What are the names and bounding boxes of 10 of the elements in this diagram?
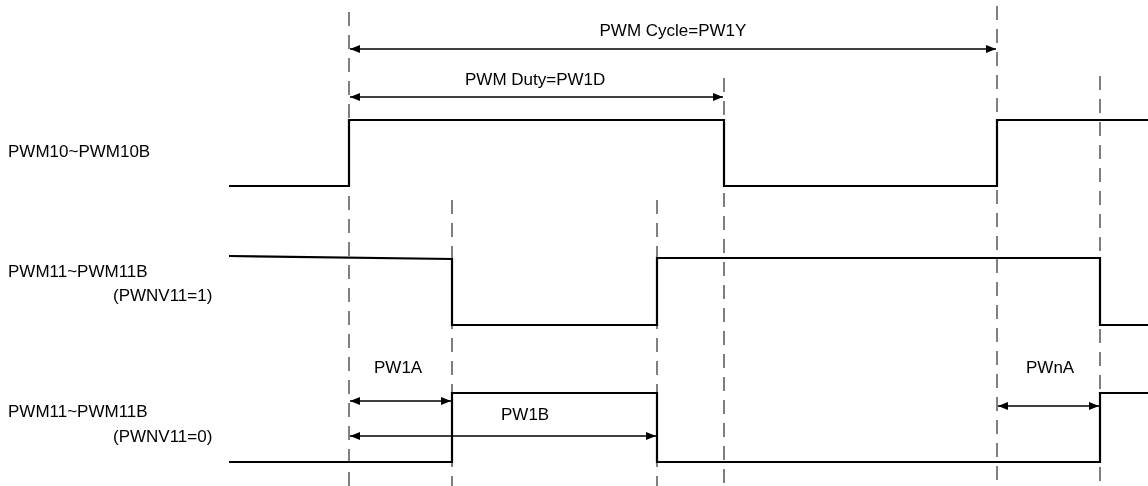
signal-condition: (PWNV11=1) <box>113 286 213 306</box>
signal-name: PWM11~PWM11B <box>8 402 148 422</box>
dimension-label: PWM Duty=PW1D <box>465 70 606 90</box>
dimension-label: PWM Cycle=PW1Y <box>599 21 747 41</box>
dimension-label: PW1A <box>374 358 423 378</box>
dimension-label: PWnA <box>1026 358 1075 378</box>
signal-condition: (PWNV11=0) <box>113 427 213 447</box>
dimension-label: PW1B <box>501 405 550 425</box>
signal-name: PWM11~PWM11B <box>8 262 148 282</box>
signal-name: PWM10~PWM10B <box>8 142 151 162</box>
